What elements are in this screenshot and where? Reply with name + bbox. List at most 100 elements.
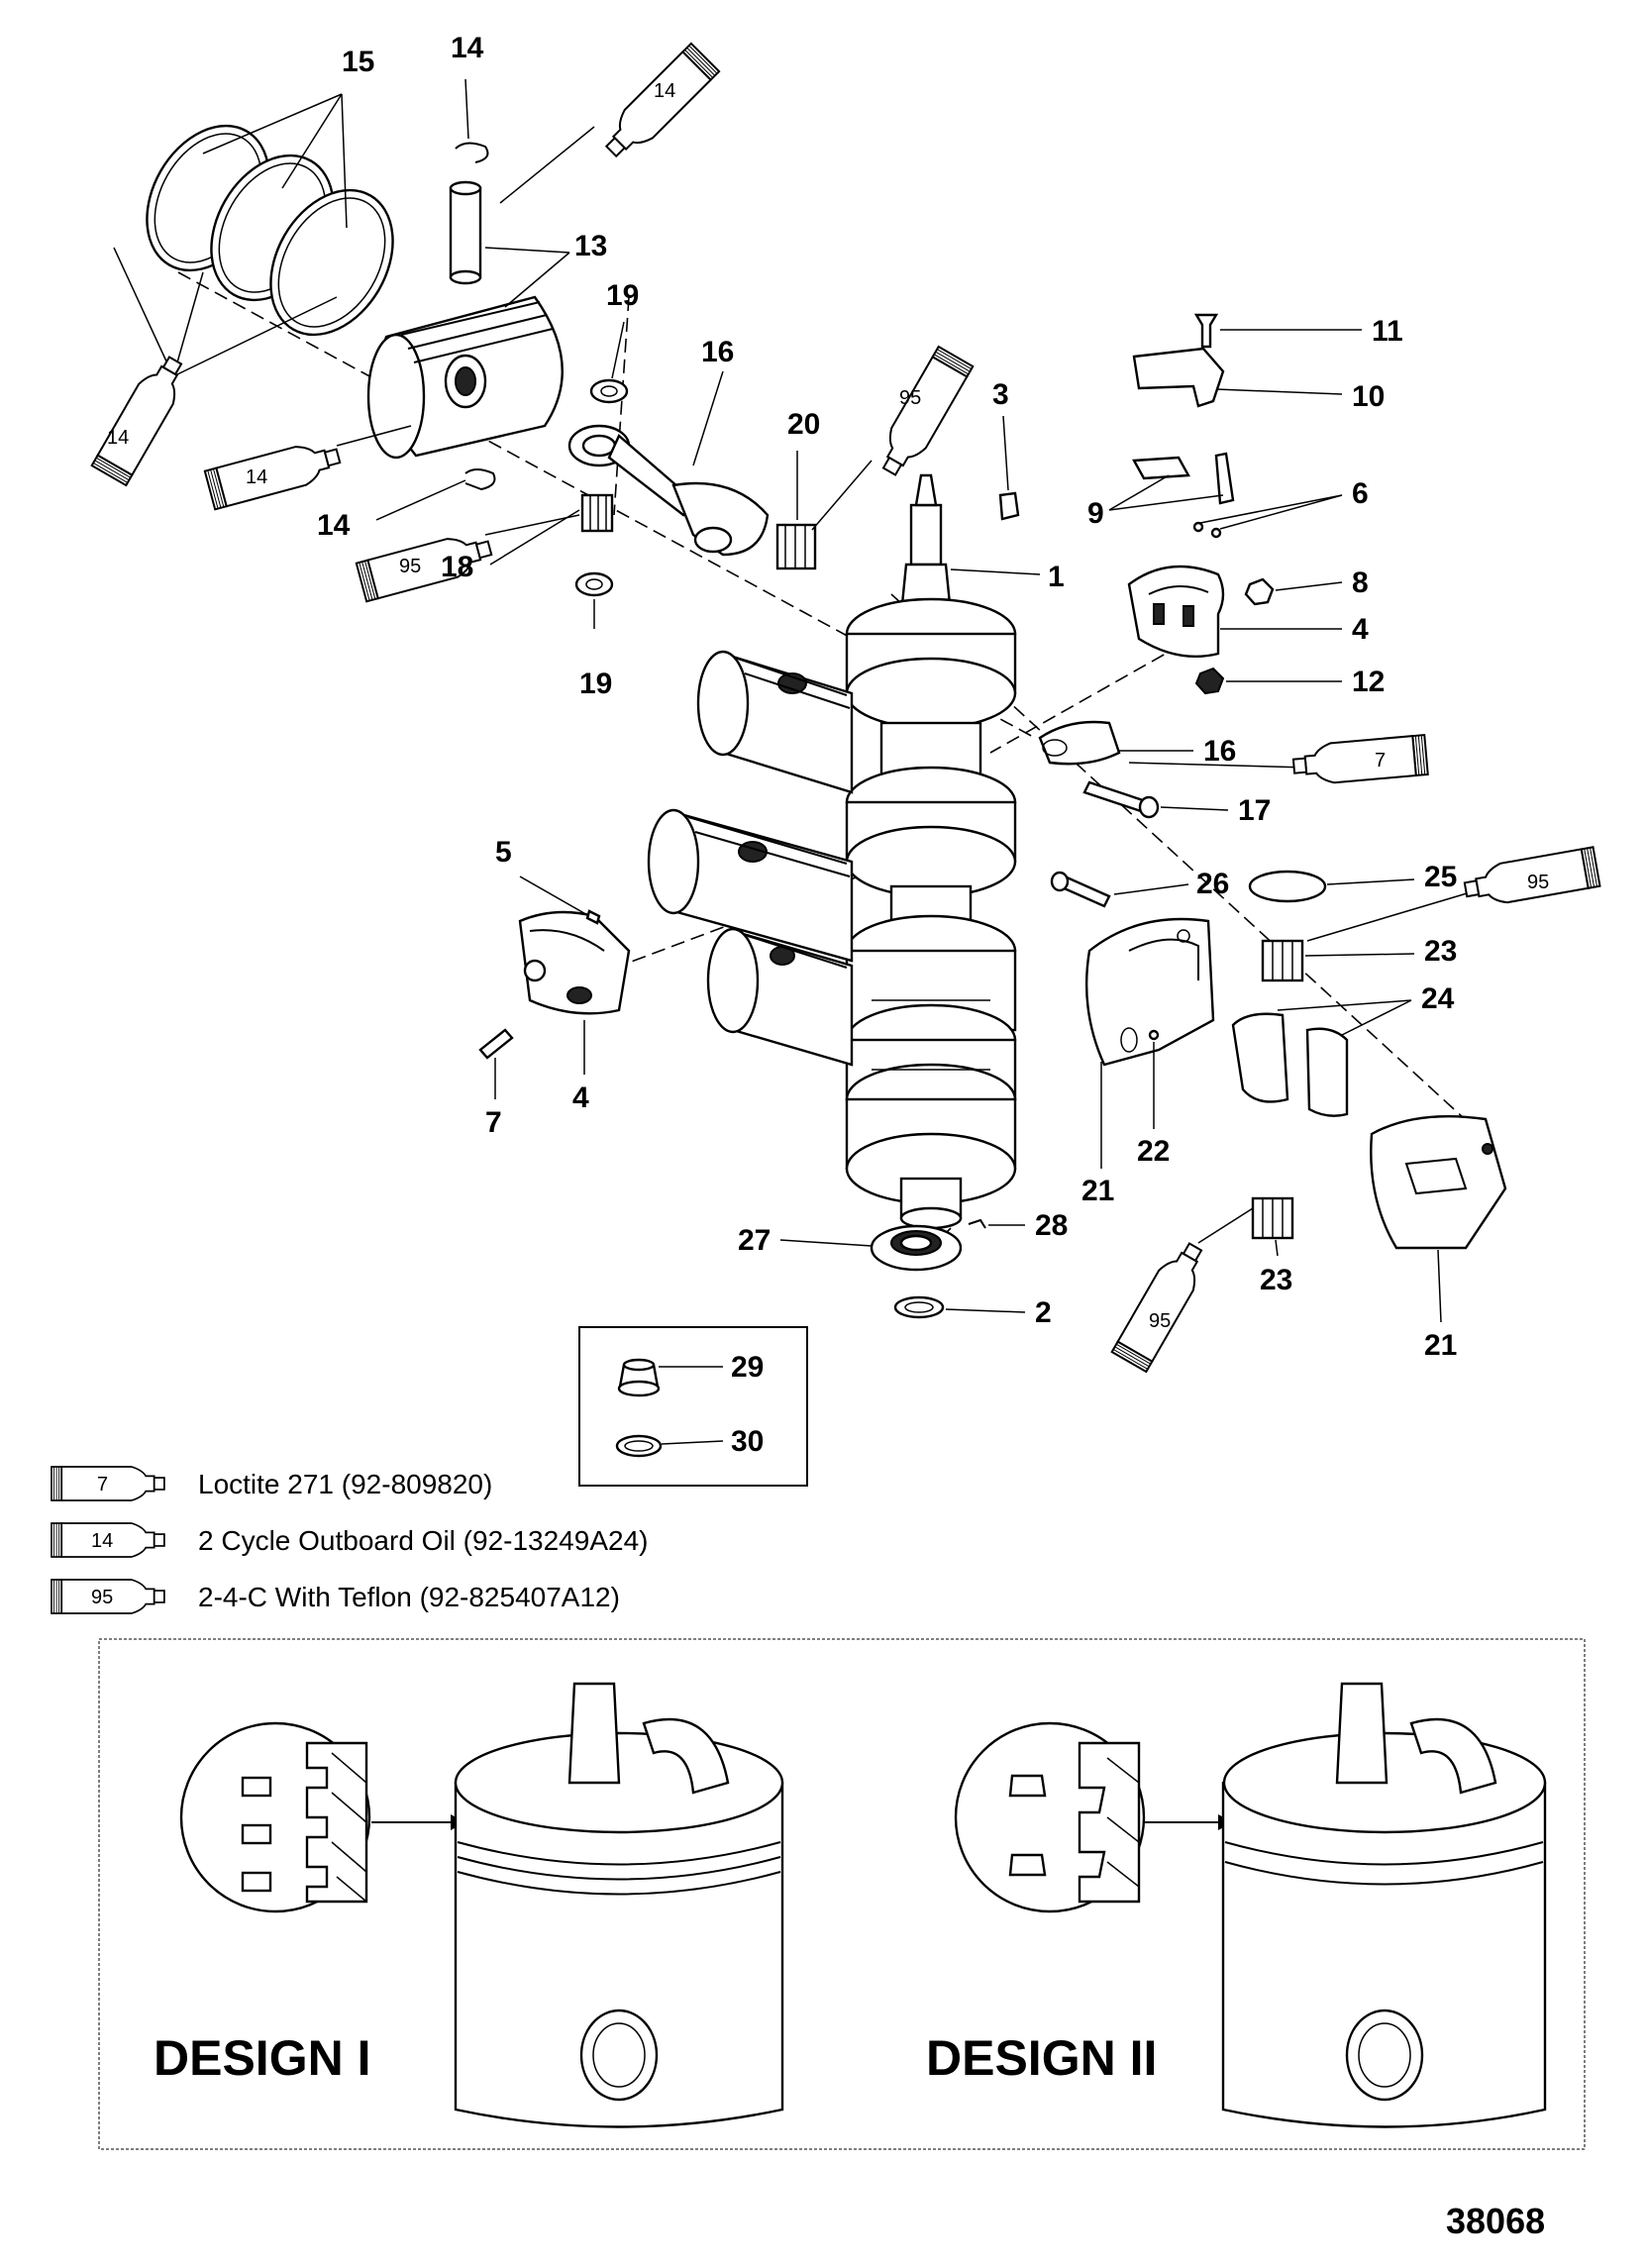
design-1-label: DESIGN I	[154, 2030, 370, 2086]
callout-22: 22	[1137, 1135, 1170, 1168]
callout-21: 21	[1424, 1329, 1457, 1362]
legend-tube-code: 14	[91, 1530, 113, 1552]
callout-3: 3	[992, 378, 1009, 411]
inset-box	[578, 1326, 808, 1487]
callout-17: 17	[1238, 794, 1271, 827]
piston-rings	[146, 124, 394, 337]
bearing-race	[1132, 456, 1190, 480]
o-ring	[1248, 870, 1327, 903]
roller-bearing	[1261, 939, 1304, 982]
callout-8: 8	[1352, 567, 1369, 599]
lubricant-tube-95	[355, 527, 496, 603]
legend-tube-code: 95	[91, 1587, 113, 1608]
callout-5: 5	[495, 836, 512, 869]
piston-assembly	[706, 927, 854, 1067]
callout-16: 16	[1203, 735, 1236, 768]
leader-lines	[113, 78, 1475, 1445]
legend-text: 2 Cycle Outboard Oil (92-13249A24)	[198, 1525, 648, 1556]
thrust-washer-hole	[600, 385, 618, 397]
rod-cap	[1127, 565, 1225, 659]
callout-10: 10	[1352, 380, 1385, 413]
rod-nut	[1244, 577, 1275, 606]
main-bearing-carrier	[1370, 1114, 1507, 1250]
design-1-ring-detail	[179, 1721, 371, 1913]
document-number: 38068	[1446, 2201, 1545, 2241]
assembly-line	[613, 296, 630, 516]
design-2-label: DESIGN II	[926, 2030, 1157, 2086]
callout-14: 14	[451, 32, 484, 64]
dowel-pin	[1210, 527, 1222, 539]
legend-text: Loctite 271 (92-809820)	[198, 1469, 492, 1499]
callout-2: 2	[1035, 1296, 1052, 1329]
callout-24: 24	[1421, 982, 1455, 1015]
washer	[893, 1295, 945, 1319]
lubricant-tube-14	[596, 42, 721, 166]
tube-label: 95	[899, 387, 921, 409]
needle-bearing	[580, 493, 614, 533]
retainer-clip	[464, 468, 496, 491]
crankshaft	[845, 473, 1017, 1230]
callout-23: 23	[1260, 1264, 1292, 1296]
design-2-piston	[1221, 1682, 1547, 2128]
callout-1: 1	[1048, 561, 1065, 593]
piston	[366, 295, 564, 460]
callout-28: 28	[1035, 1209, 1068, 1242]
rod-cap	[1038, 720, 1121, 766]
dowel-pin	[1148, 1029, 1160, 1041]
callout-25: 25	[1424, 861, 1457, 893]
lubricant-tube-95	[871, 346, 975, 483]
cap-plug	[617, 1358, 661, 1397]
tube-label: 14	[107, 427, 129, 449]
callout-11: 11	[1372, 315, 1403, 348]
connecting-rod	[567, 424, 770, 557]
callout-29: 29	[731, 1351, 764, 1384]
thrust-washer	[589, 378, 629, 404]
callout-27: 27	[738, 1224, 771, 1257]
woodruff-key	[998, 491, 1020, 521]
rod-nut	[1194, 667, 1225, 695]
carrier-bolt	[1050, 871, 1111, 908]
callout-19: 19	[606, 279, 639, 312]
callout-18: 18	[441, 551, 473, 583]
callout-13: 13	[574, 230, 607, 262]
thrust-washer-hole	[585, 578, 603, 590]
legend-tube-code: 7	[97, 1474, 108, 1495]
callout-15: 15	[342, 46, 374, 78]
callout-12: 12	[1352, 666, 1385, 698]
callout-4: 4	[1352, 613, 1369, 646]
callout-6: 6	[1352, 477, 1369, 510]
rod-cap	[518, 910, 631, 1015]
callout-30: 30	[731, 1425, 764, 1458]
lubricant-tube-95	[1110, 1235, 1214, 1373]
wrist-pin	[449, 180, 482, 285]
callout-21: 21	[1081, 1175, 1114, 1207]
o-ring	[615, 1434, 663, 1458]
race-clamp	[1132, 347, 1225, 408]
design-1-piston	[454, 1682, 784, 2128]
clamp-screw	[1193, 313, 1219, 349]
piston-assembly	[696, 650, 854, 794]
design-comparison-box	[98, 1638, 1586, 2150]
design-2-ring-detail	[954, 1721, 1146, 1913]
washer-hole	[904, 1301, 934, 1313]
lubricant-tube-14	[203, 435, 345, 511]
lubricant-tube-7	[1290, 734, 1429, 787]
main-bearing-carrier	[1084, 917, 1215, 1067]
bearing-race	[1214, 452, 1235, 505]
callout-23: 23	[1424, 935, 1457, 968]
callout-7: 7	[485, 1106, 502, 1139]
callout-4: 4	[572, 1082, 589, 1114]
lubricant-tube-14	[90, 349, 194, 486]
needle-bearing	[775, 523, 817, 570]
dowel-pin	[1192, 521, 1204, 533]
tube-label: 95	[399, 556, 421, 577]
bearing-race-half	[1231, 1012, 1289, 1103]
retainer-clip	[455, 142, 489, 163]
tube-label: 7	[1375, 750, 1386, 772]
bearing-race-half	[1305, 1027, 1349, 1117]
cap-screw	[478, 1028, 514, 1060]
spring	[968, 1218, 986, 1229]
legend-text: 2-4-C With Teflon (92-825407A12)	[198, 1582, 620, 1612]
callout-16: 16	[701, 336, 734, 368]
